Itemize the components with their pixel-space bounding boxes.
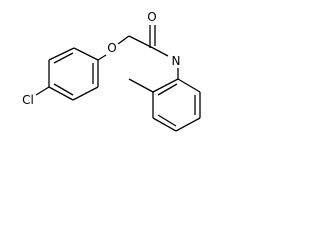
double-bond-inner bbox=[157, 83, 178, 96]
bond bbox=[152, 78, 179, 93]
double-bond-inner bbox=[53, 52, 74, 64]
bond-c-cl bbox=[35, 86, 50, 96]
bond-o-ch2 bbox=[117, 35, 130, 45]
double-bond-inner bbox=[53, 83, 74, 96]
atom-label-carbonyl-oxygen: O bbox=[147, 10, 156, 24]
bond bbox=[177, 78, 201, 93]
double-bond-inner bbox=[157, 114, 177, 127]
bond bbox=[152, 117, 177, 132]
bond-methyl bbox=[128, 78, 154, 93]
bond bbox=[175, 117, 201, 132]
bond bbox=[48, 86, 74, 101]
atom-label-ether-oxygen: O bbox=[107, 41, 116, 55]
bond bbox=[73, 47, 99, 61]
bond-carbonyl-n bbox=[152, 47, 169, 57]
methylphenyl-ring bbox=[152, 78, 201, 132]
bond-ring-o bbox=[97, 54, 107, 61]
atom-label-chlorine: Cl bbox=[22, 93, 34, 107]
bond-ch2-carbonyl bbox=[128, 35, 154, 49]
chlorophenyl-ring bbox=[48, 47, 99, 101]
chemical-structure-diagram: Cl O O N bbox=[22, 10, 201, 132]
atom-label-nitrogen: N bbox=[172, 54, 181, 68]
bond bbox=[48, 47, 75, 61]
bond bbox=[72, 86, 99, 101]
